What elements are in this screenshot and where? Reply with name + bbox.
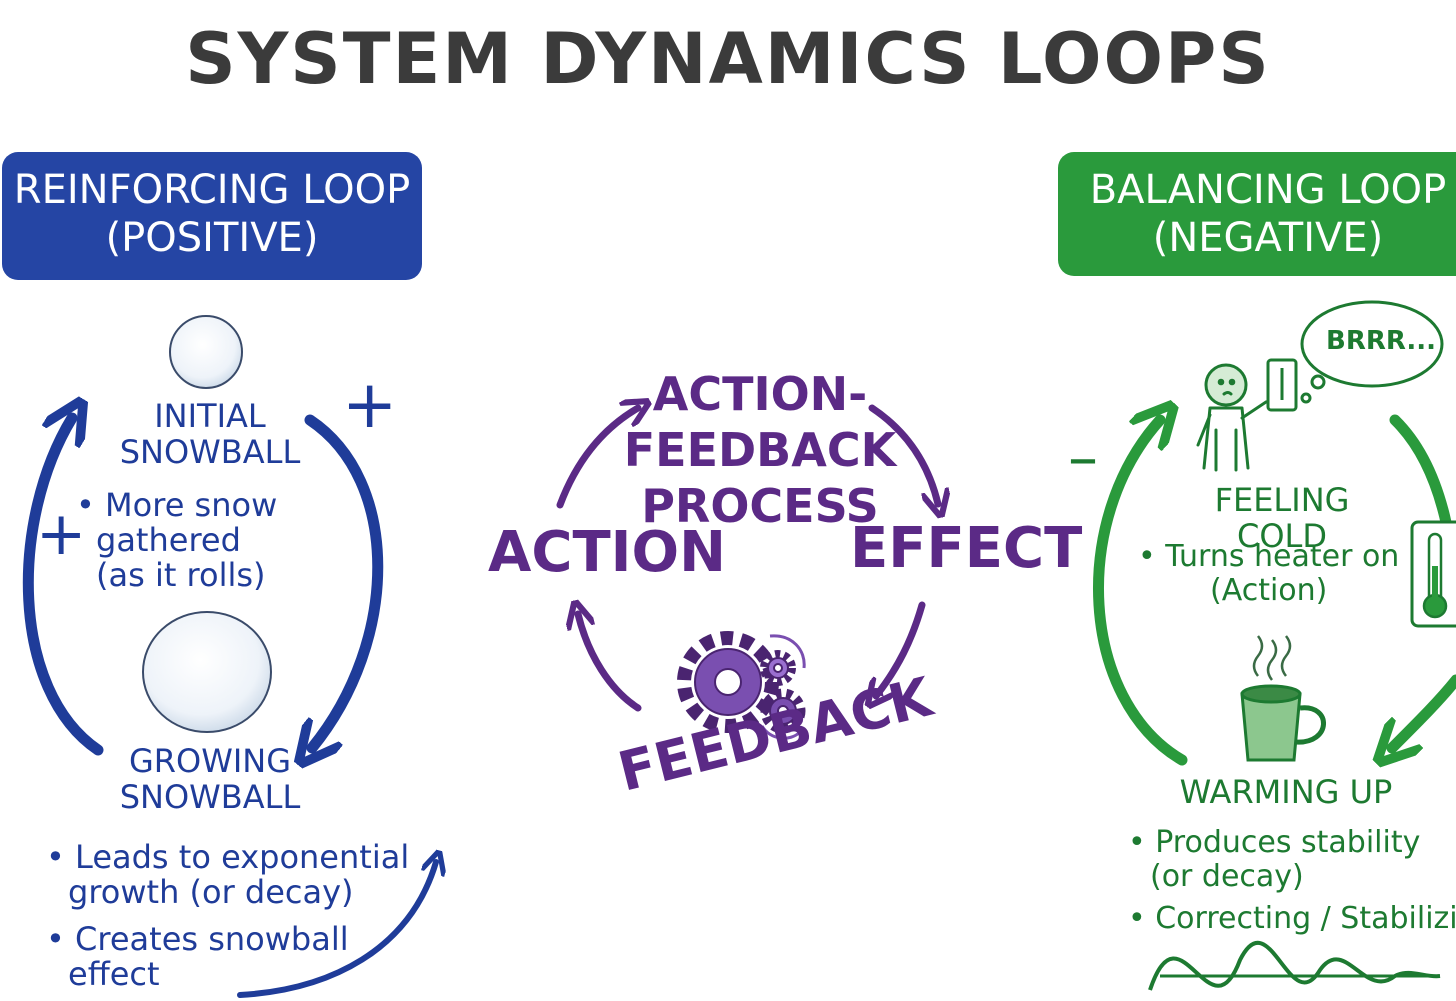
growing-snowball-label-line2: SNOWBALL — [119, 778, 301, 816]
balancing-bullet-1-line1: Produces stability — [1155, 826, 1421, 860]
balancing-bullet-2-line1: Correcting / Stabilizing — [1155, 901, 1456, 936]
balancing-bullet-2: • Correcting / Stabilizing — [1128, 902, 1456, 936]
thermometer-icon — [1410, 520, 1456, 628]
growing-snowball-label-line1: GROWING — [128, 742, 292, 780]
process-title: ACTION- FEEDBACK PROCESS — [600, 366, 920, 534]
initial-snowball-icon — [169, 315, 243, 389]
more-snow-line3: (as it rolls) — [96, 556, 266, 594]
growing-snowball-icon — [142, 611, 272, 733]
more-snow-line2: gathered — [96, 521, 241, 559]
balancing-left-arrow — [1093, 420, 1188, 766]
center-bottom-left-arrow — [578, 614, 642, 712]
stability-wave-icon — [1148, 940, 1441, 991]
mug-icon — [1240, 635, 1326, 762]
reinforcing-left-arrow — [22, 418, 104, 756]
balancing-banner-line1: BALANCING LOOP — [1089, 167, 1447, 213]
reinforcing-banner-line2: (POSITIVE) — [105, 215, 319, 261]
balancing-bullet-1: • Produces stability (or decay) — [1128, 826, 1456, 894]
action-label: ACTION — [488, 520, 726, 585]
thermostat-icon — [1266, 358, 1298, 412]
balancing-right-arrow-head — [1392, 674, 1456, 748]
reinforcing-bottom-arrow — [237, 862, 436, 998]
center-top-right-arrow — [868, 404, 938, 504]
plus-sign-top: + — [342, 366, 398, 443]
feeling-cold-label: FEELING COLD — [1214, 481, 1350, 555]
balancing-bullet-1-line2: (or decay) — [1150, 859, 1304, 894]
reinforcing-bullet-1: • Leads to exponential growth (or decay) — [46, 840, 446, 910]
balancing-loop-banner: BALANCING LOOP (NEGATIVE) — [1058, 152, 1456, 276]
gears-icon — [677, 631, 806, 740]
plus-sign-left: + — [36, 499, 87, 569]
balancing-bullets: • Produces stability (or decay) • Correc… — [1128, 826, 1456, 936]
reinforcing-bullet-1-line1: Leads to exponential — [75, 838, 410, 876]
reinforcing-bullet-2-line2: effect — [68, 955, 160, 993]
center-top-left-arrow — [556, 408, 638, 509]
more-snow-line1: More snow — [105, 486, 278, 524]
initial-snowball-label: INITIAL SNOWBALL — [110, 398, 310, 470]
page-title: SYSTEM DYNAMICS LOOPS — [185, 18, 1271, 100]
reinforcing-loop-banner: REINFORCING LOOP (POSITIVE) — [2, 152, 422, 280]
person-icon — [1196, 363, 1268, 472]
effect-label: EFFECT — [850, 516, 1083, 581]
heater-bullet-line1: Turns heater on — [1165, 539, 1400, 574]
reinforcing-right-arrow — [310, 414, 384, 748]
center-bottom-right-arrow — [876, 601, 926, 696]
warming-up-label: WARMING UP — [1179, 773, 1393, 811]
reinforcing-bullet-2-line1: Creates snowball — [75, 920, 349, 958]
process-title-line3: PROCESS — [641, 479, 879, 533]
heater-bullet-line2: (Action) — [1210, 573, 1328, 608]
reinforcing-bullet-2: • Creates snowball effect — [46, 922, 446, 992]
reinforcing-bullets: • Leads to exponential growth (or decay)… — [46, 840, 446, 992]
reinforcing-banner-line1: REINFORCING LOOP — [13, 167, 411, 213]
more-snow-bullet: • More snow gathered (as it rolls) — [76, 488, 316, 593]
heater-bullet: • Turns heater on (Action) — [1138, 540, 1408, 608]
initial-snowball-label-line2: SNOWBALL — [119, 433, 301, 471]
reinforcing-bullet-1-line2: growth (or decay) — [68, 873, 354, 911]
balancing-banner-line2: (NEGATIVE) — [1152, 215, 1384, 261]
thought-cloud-icon — [1300, 300, 1444, 404]
thought-text: BRRR... — [1326, 326, 1436, 356]
growing-snowball-label: GROWING SNOWBALL — [110, 743, 310, 815]
process-title-line2: FEEDBACK — [623, 423, 897, 477]
process-title-line1: ACTION- — [652, 367, 868, 421]
initial-snowball-label-line1: INITIAL — [154, 397, 266, 435]
minus-sign: – — [1068, 423, 1098, 493]
